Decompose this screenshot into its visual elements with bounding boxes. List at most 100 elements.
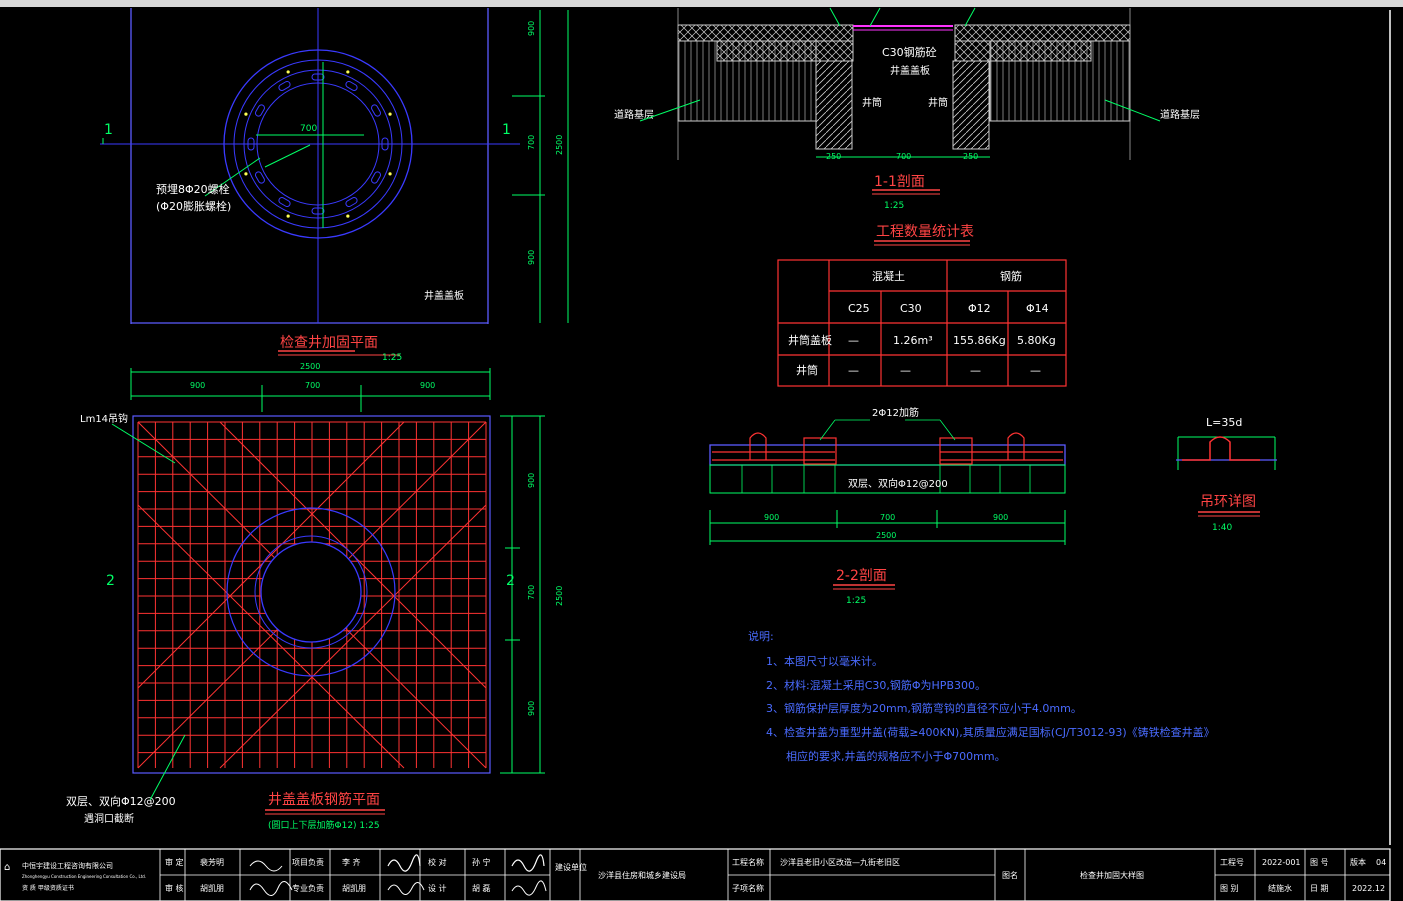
rebar-plan-title: 井盖盖板钢筋平面	[268, 791, 380, 808]
svg-text:4、检查井盖为重型井盖(荷载≥400KN),其质量应满足国标: 4、检查井盖为重型井盖(荷载≥400KN),其质量应满足国标(CJ/T3012-…	[766, 725, 1215, 739]
svg-text:1:25: 1:25	[382, 353, 402, 363]
svg-text:校 对: 校 对	[428, 857, 447, 867]
title-block: ⌂ 中恒宇建设工程咨询有限公司 Zhonghengyu Construction…	[0, 848, 1391, 901]
svg-text:—: —	[900, 364, 911, 377]
svg-text:155.86Kg: 155.86Kg	[953, 334, 1006, 347]
signature-design	[511, 880, 547, 896]
svg-text:2: 2	[506, 573, 515, 589]
svg-text:700: 700	[300, 124, 317, 134]
svg-text:(圆口上下层加筋Φ12) 1:25: (圆口上下层加筋Φ12) 1:25	[268, 819, 380, 831]
svg-text:900: 900	[527, 250, 536, 265]
svg-text:900: 900	[527, 473, 536, 488]
svg-text:Lm14吊钩: Lm14吊钩	[80, 413, 128, 425]
svg-text:C30钢筋砼: C30钢筋砼	[882, 45, 937, 59]
svg-text:双层、双向Φ12@200: 双层、双向Φ12@200	[66, 794, 176, 808]
svg-text:井盖盖板: 井盖盖板	[424, 289, 464, 302]
svg-text:审 定: 审 定	[165, 857, 184, 867]
design-notes: 说明: 1、本图尺寸以毫米计。 2、材料:混凝土采用C30,钢筋Φ为HPB300…	[748, 629, 1215, 763]
svg-text:沙洋县住房和城乡建设局: 沙洋县住房和城乡建设局	[598, 870, 686, 880]
quantity-table-title: 工程数量统计表	[876, 224, 974, 240]
svg-text:2Φ12加筋: 2Φ12加筋	[872, 406, 919, 419]
svg-text:资 质 甲级资质证书: 资 质 甲级资质证书	[22, 884, 74, 892]
svg-text:混凝土: 混凝土	[872, 269, 905, 283]
svg-text:说明:: 说明:	[748, 629, 774, 643]
svg-text:沙洋县老旧小区改造—九街老旧区: 沙洋县老旧小区改造—九街老旧区	[780, 857, 900, 867]
svg-text:胡 磊: 胡 磊	[472, 883, 491, 893]
svg-text:900: 900	[527, 21, 536, 36]
svg-text:图名: 图名	[1002, 870, 1018, 880]
signature-pm	[387, 854, 421, 872]
svg-text:700: 700	[896, 152, 911, 161]
svg-text:Φ14: Φ14	[1026, 302, 1049, 315]
svg-text:900: 900	[764, 513, 779, 522]
section-1-title: 1-1剖面	[874, 174, 925, 190]
svg-text:井筒盖板: 井筒盖板	[788, 333, 832, 347]
svg-text:建设单位: 建设单位	[555, 862, 587, 872]
svg-text:900: 900	[190, 381, 205, 390]
hook-detail-title: 吊环详图	[1200, 494, 1256, 510]
window-top-bar	[0, 0, 1403, 7]
svg-text:孙 宁: 孙 宁	[472, 857, 491, 867]
svg-text:井筒: 井筒	[796, 363, 818, 377]
plan-view-title: 检查井加固平面	[280, 335, 378, 351]
svg-text:2500: 2500	[555, 586, 564, 606]
svg-text:3、钢筋保护层厚度为20mm,钢筋弯钩的直径不应小于4.0m: 3、钢筋保护层厚度为20mm,钢筋弯钩的直径不应小于4.0mm。	[766, 701, 1082, 715]
svg-text:1: 1	[502, 122, 511, 138]
svg-text:子项名称: 子项名称	[732, 883, 764, 893]
svg-text:项目负责: 项目负责	[292, 857, 324, 867]
svg-text:中恒宇建设工程咨询有限公司: 中恒宇建设工程咨询有限公司	[22, 861, 113, 870]
svg-text:2500: 2500	[876, 531, 896, 540]
svg-text:900: 900	[993, 513, 1008, 522]
svg-text:检查井加固大样图: 检查井加固大样图	[1080, 870, 1144, 880]
svg-text:1:25: 1:25	[846, 596, 866, 606]
svg-text:250: 250	[963, 152, 978, 161]
svg-text:专业负责: 专业负责	[292, 883, 324, 893]
svg-text:Φ12: Φ12	[968, 302, 991, 315]
svg-text:钢筋: 钢筋	[1000, 269, 1022, 283]
svg-text:预埋8Φ20螺栓: 预埋8Φ20螺栓	[156, 182, 230, 196]
svg-text:结施水: 结施水	[1268, 883, 1292, 893]
svg-text:C25: C25	[848, 302, 870, 315]
svg-text:900: 900	[420, 381, 435, 390]
svg-text:1、本图尺寸以毫米计。: 1、本图尺寸以毫米计。	[766, 654, 883, 668]
cover-rebar-plan: 900 700 900 2500 2 2 Lm14吊钩 双层、双向Φ12@200…	[66, 362, 564, 831]
svg-text:—: —	[848, 334, 859, 347]
svg-text:—: —	[1030, 364, 1041, 377]
svg-text:日 期: 日 期	[1310, 884, 1329, 893]
svg-text:井筒: 井筒	[862, 96, 882, 109]
svg-text:04: 04	[1376, 858, 1386, 867]
svg-text:250: 250	[826, 152, 841, 161]
svg-text:700: 700	[527, 585, 536, 600]
svg-text:图 号: 图 号	[1310, 858, 1329, 867]
svg-text:L=35d: L=35d	[1206, 416, 1242, 429]
svg-text:1: 1	[104, 122, 113, 138]
svg-text:Zhonghengyu Construction Engin: Zhonghengyu Construction Engineering Con…	[22, 874, 146, 879]
lifting-hook-detail: L=35d 吊环详图 1:40	[1176, 416, 1277, 533]
svg-text:(Φ20膨胀螺栓): (Φ20膨胀螺栓)	[156, 199, 231, 213]
svg-text:2500: 2500	[300, 362, 320, 371]
svg-text:裴芳明: 裴芳明	[200, 857, 224, 867]
svg-text:道路基层: 道路基层	[614, 108, 654, 121]
svg-text:—: —	[848, 364, 859, 377]
svg-text:井盖盖板: 井盖盖板	[890, 64, 930, 77]
svg-text:—: —	[970, 364, 981, 377]
svg-text:C30: C30	[900, 302, 922, 315]
signature-check	[511, 854, 545, 872]
svg-text:版本: 版本	[1350, 857, 1366, 867]
svg-text:井筒: 井筒	[928, 96, 948, 109]
svg-text:工程号: 工程号	[1220, 858, 1244, 867]
signature-prof	[387, 882, 425, 895]
section-1-1: C30钢筋砼 井盖盖板 井筒 井筒 道路基层 道路基层 250 700 250 …	[614, 7, 1200, 211]
svg-text:1:40: 1:40	[1212, 523, 1232, 533]
svg-text:1:25: 1:25	[884, 201, 904, 211]
manhole-plan-view: 700 1 1 预埋8Φ20螺栓 (Φ20膨胀螺栓) 井盖盖板 900 700 …	[100, 8, 569, 363]
section-2-2: 2Φ12加筋 双层、双向Φ12@200 900 700 900 2500 2-2…	[709, 406, 1066, 606]
svg-text:2022.12: 2022.12	[1352, 884, 1385, 893]
svg-text:胡凯朋: 胡凯朋	[200, 883, 224, 893]
svg-text:图 别: 图 别	[1220, 884, 1239, 893]
svg-text:700: 700	[880, 513, 895, 522]
svg-text:5.80Kg: 5.80Kg	[1017, 334, 1056, 347]
svg-text:道路基层: 道路基层	[1160, 108, 1200, 121]
signature-review	[249, 881, 293, 896]
